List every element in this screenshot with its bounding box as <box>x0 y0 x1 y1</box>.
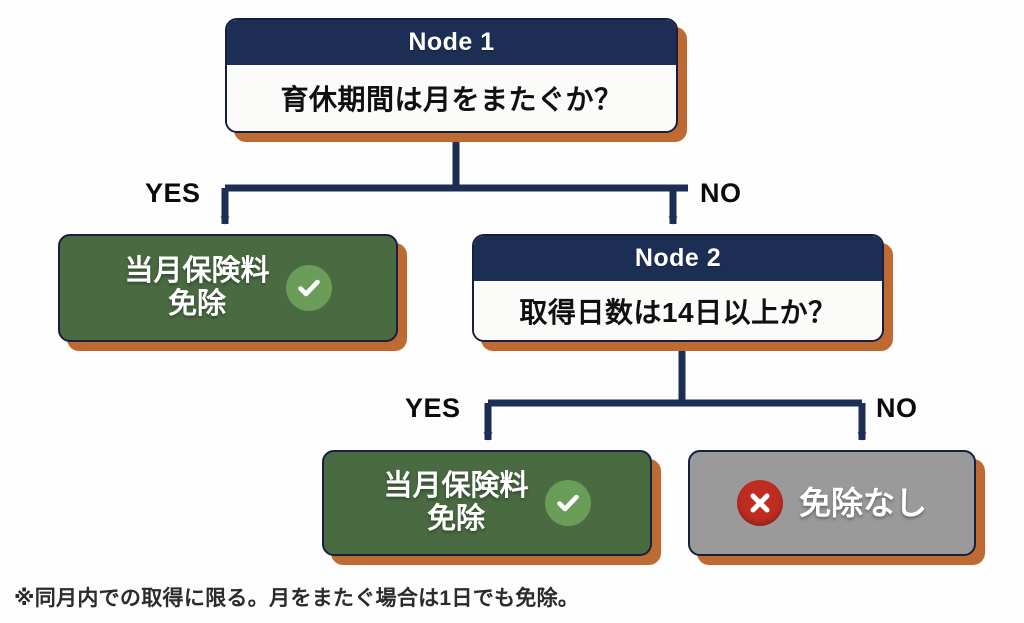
branch-label-node2-no: NO <box>876 393 918 423</box>
result-node-exempt-yes-branch[interactable]: 当月保険料 免除 <box>58 234 407 351</box>
card-body: Node 1 育休期間は月をまたぐか？ <box>225 18 678 133</box>
branch-label-node1-yes: YES <box>145 178 201 208</box>
result-node-exempt-14days[interactable]: 当月保険料 免除 <box>322 450 661 565</box>
result-3-label: 免除なし <box>798 484 927 521</box>
branch-label-node1-no: NO <box>700 178 742 208</box>
decision-node-1[interactable]: Node 1 育休期間は月をまたぐか？ <box>225 18 687 142</box>
branch-label-node2-yes: YES <box>405 393 461 423</box>
decision-node-2[interactable]: Node 2 取得日数は14日以上か？ <box>472 234 893 351</box>
card-body: 免除なし <box>688 450 976 556</box>
card-body: 当月保険料 免除 <box>322 450 652 556</box>
node-1-question: 育休期間は月をまたぐか？ <box>227 65 676 131</box>
card-body: Node 2 取得日数は14日以上か？ <box>472 234 884 342</box>
result-1-label: 当月保険料 免除 <box>124 254 270 320</box>
check-circle-icon <box>544 480 591 526</box>
node-2-question: 取得日数は14日以上か？ <box>474 281 882 340</box>
result-node-no-exemption[interactable]: 免除なし <box>688 450 985 565</box>
node-1-header: Node 1 <box>227 20 676 65</box>
check-circle-icon <box>285 265 332 311</box>
card-body: 当月保険料 免除 <box>58 234 398 342</box>
result-2-label: 当月保険料 免除 <box>383 469 529 535</box>
node-2-header: Node 2 <box>474 236 882 281</box>
footnote-text: ※同月内での取得に限る。月をまたぐ場合は1日でも免除。 <box>14 587 580 610</box>
cross-circle-icon <box>736 480 783 526</box>
